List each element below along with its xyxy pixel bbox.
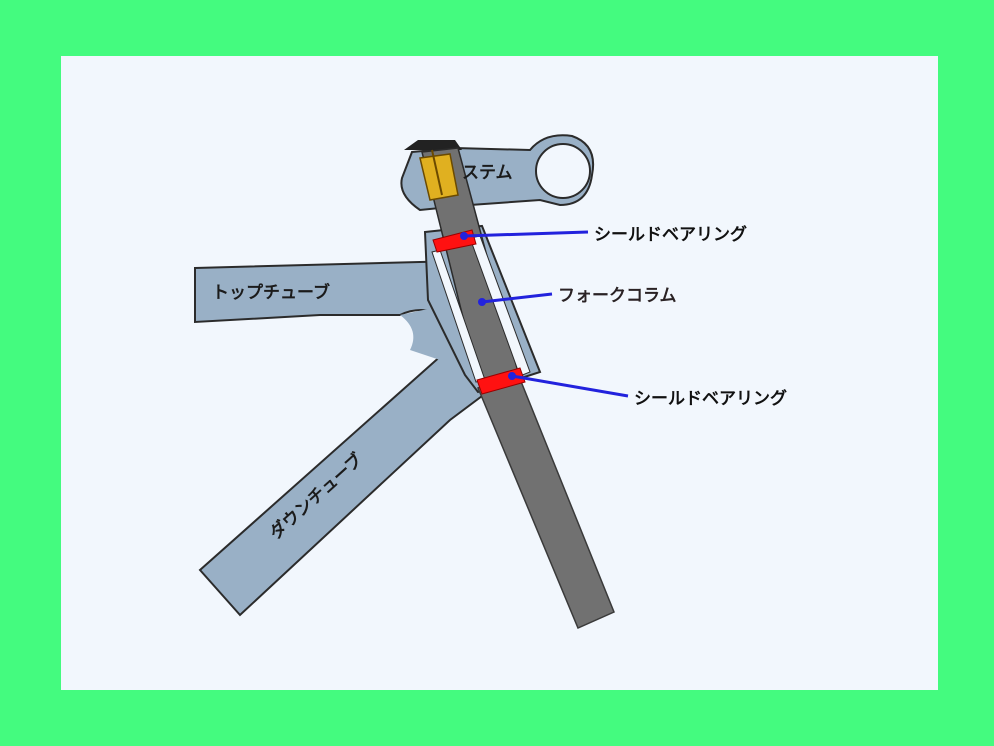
upper-bearing-label: シールドベアリング <box>594 224 747 245</box>
down-tube <box>198 328 492 617</box>
lower-bearing-leader-dot <box>508 372 516 380</box>
upper-bearing-leader-dot <box>460 232 468 240</box>
handlebar-clamp-hole <box>535 143 591 199</box>
fork-column-leader-dot <box>478 298 486 306</box>
fork-column-leader <box>481 292 553 304</box>
lower-bearing-label: シールドベアリング <box>634 388 787 409</box>
fork-column-label: フォークコラム <box>558 286 677 306</box>
top-cap <box>404 140 462 150</box>
upper-bearing-leader <box>463 230 589 238</box>
lower-bearing-leader <box>511 374 629 398</box>
stem-label: ステム <box>462 163 513 183</box>
top-tube-label: トップチューブ <box>212 282 330 303</box>
fork-leg <box>477 373 615 629</box>
expander-bolt <box>431 149 443 196</box>
